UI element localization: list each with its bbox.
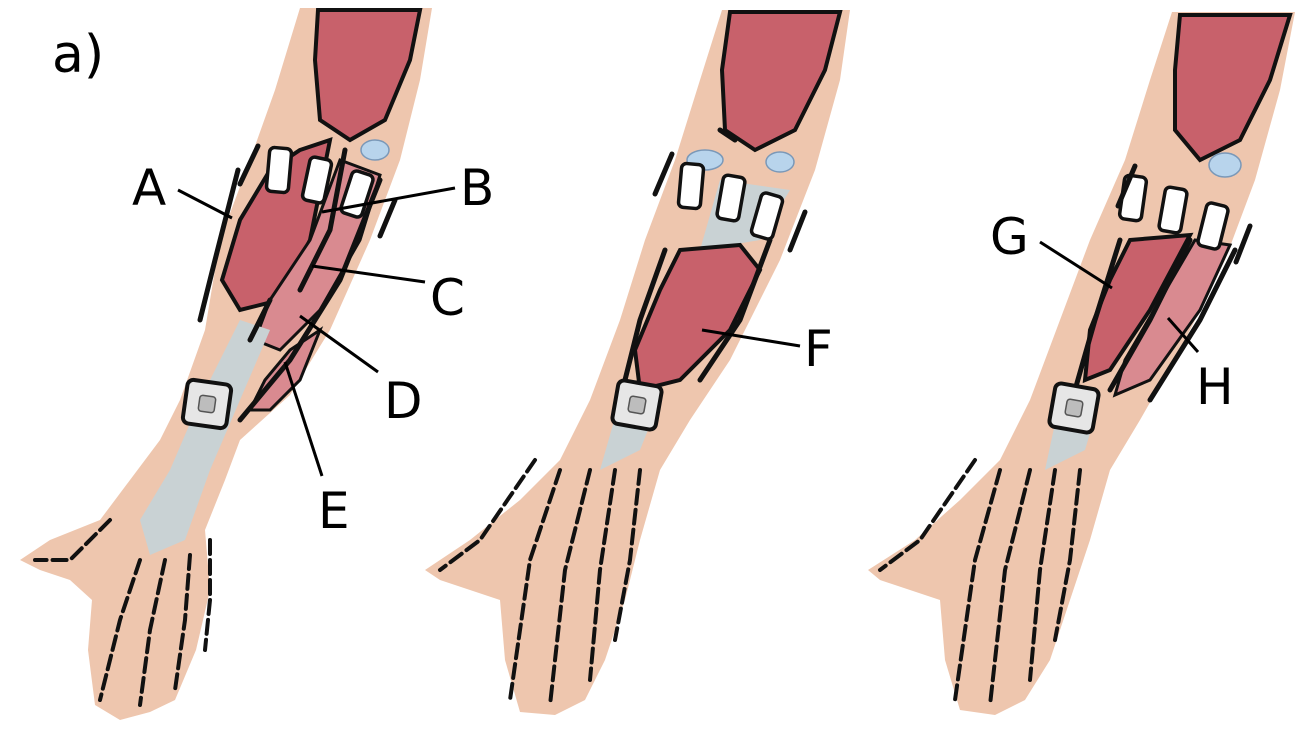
label-e: E bbox=[318, 482, 350, 540]
label-a: A bbox=[132, 159, 166, 217]
label-a-group: A bbox=[132, 159, 232, 218]
leader-e bbox=[285, 362, 322, 476]
arm-middle bbox=[425, 10, 850, 715]
label-h: H bbox=[1196, 358, 1234, 416]
arm-left bbox=[20, 8, 432, 720]
label-e-group: E bbox=[285, 362, 350, 540]
label-c: C bbox=[430, 269, 465, 327]
leader-a bbox=[178, 190, 232, 218]
label-b: B bbox=[460, 159, 494, 217]
arm-left-electrode-1 bbox=[266, 147, 292, 193]
panel-label: a) bbox=[52, 25, 104, 85]
label-f: F bbox=[804, 320, 833, 378]
label-d: D bbox=[384, 372, 423, 430]
label-g: G bbox=[990, 208, 1029, 266]
arm-middle-electrode-1 bbox=[678, 163, 704, 209]
